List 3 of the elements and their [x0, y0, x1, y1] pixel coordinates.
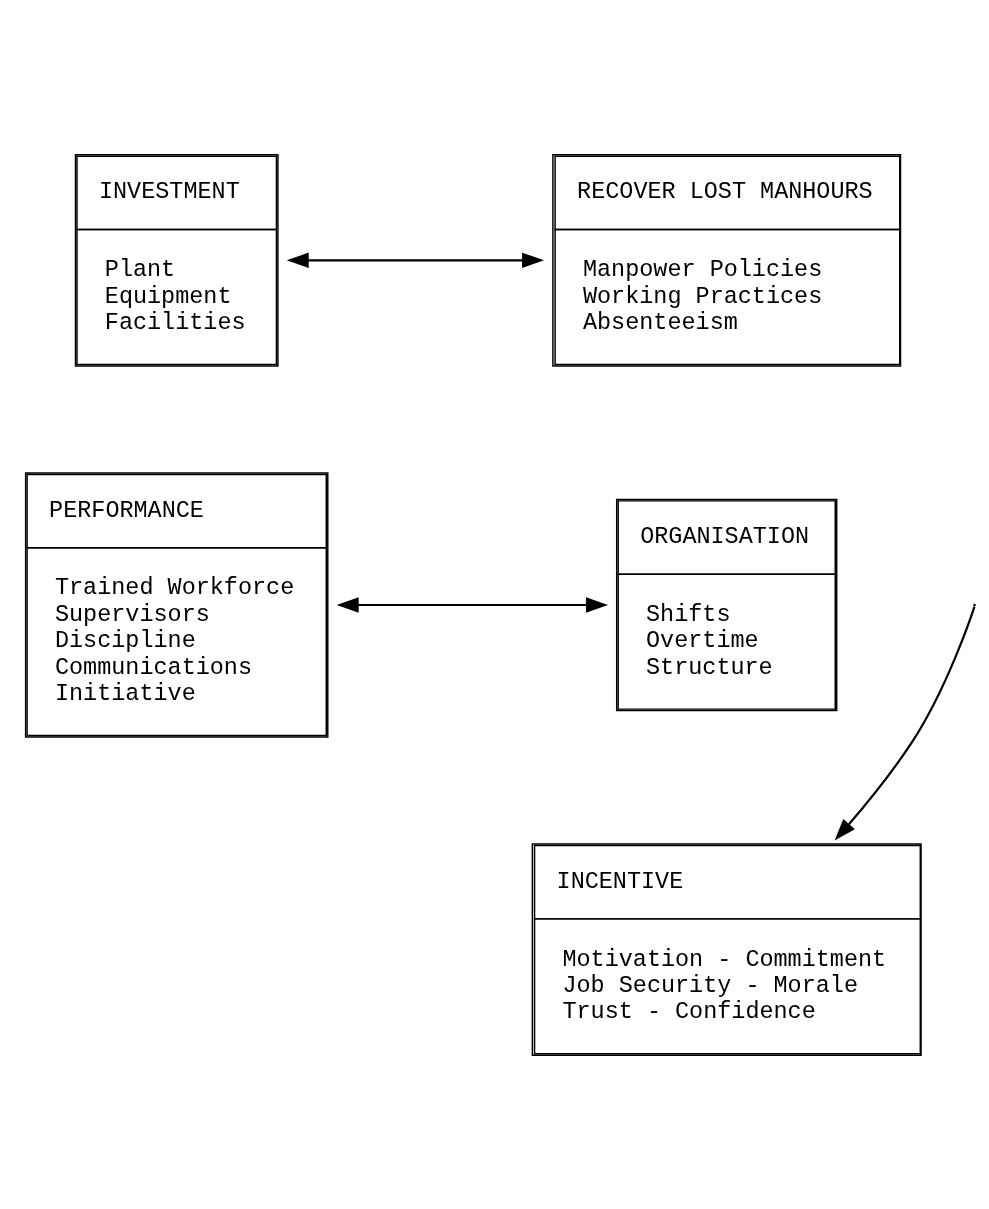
arrow	[834, 605, 976, 841]
arrow	[336, 596, 609, 613]
arrow	[286, 252, 545, 268]
